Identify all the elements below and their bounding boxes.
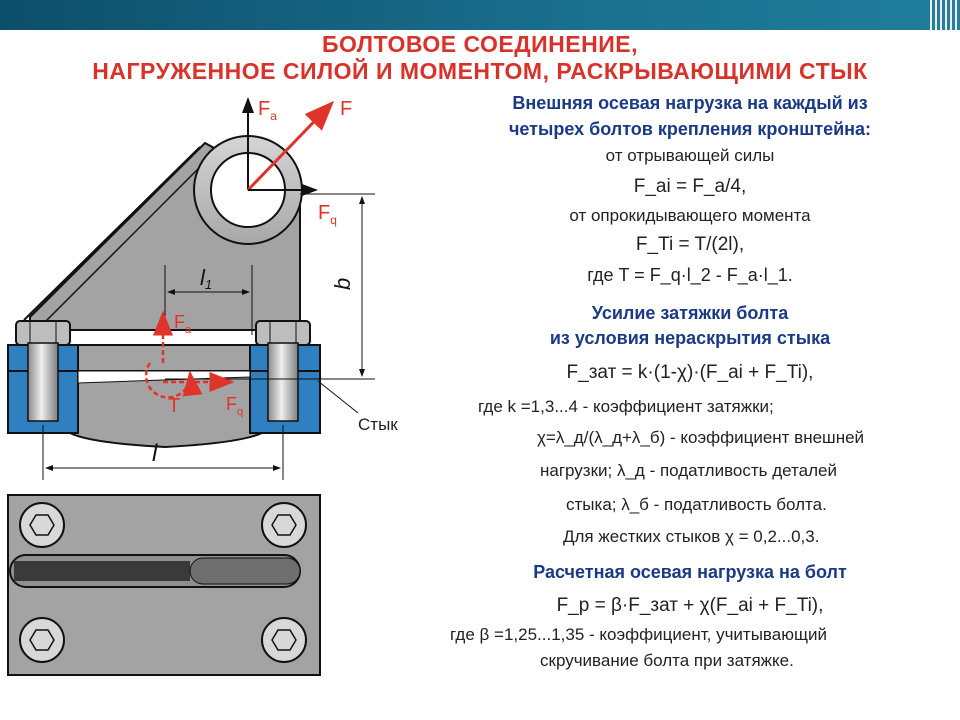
- label-b: b: [330, 278, 355, 290]
- text-ot-oprok: от опрокидывающего момента: [569, 206, 811, 225]
- title-line-1: БОЛТОВОЕ СОЕДИНЕНИЕ,: [321, 31, 639, 57]
- label-fa-small: Fa: [174, 312, 192, 336]
- plan-view: [7, 494, 321, 676]
- plan-bolt-tl: [19, 502, 65, 548]
- title-line-2: НАГРУЖЕННОЕ СИЛОЙ И МОМЕНТОМ, РАСКРЫВАЮЩ…: [92, 58, 868, 84]
- heading-axial-load-2: четырех болтов крепления кронштейна:: [508, 119, 872, 139]
- label-t: T: [168, 395, 180, 417]
- left-bolt: [27, 342, 59, 422]
- label-f: F: [340, 98, 352, 120]
- label-fq-small: Fq: [226, 394, 243, 418]
- label-l: l: [152, 440, 158, 467]
- label-styk: Стык: [358, 415, 398, 434]
- formula-fai: F_ai = F_a/4,: [633, 176, 747, 197]
- text-ot-otryv: от отрывающей силы: [605, 146, 775, 165]
- right-bolt: [267, 342, 299, 422]
- top-banner: [0, 0, 960, 30]
- plan-bolt-br: [261, 617, 307, 663]
- right-nut: [255, 320, 311, 346]
- heading-zatyazhka-1: Усилие затяжки болта: [591, 303, 789, 323]
- formula-t: где T = F_q·l_2 - F_a·l_1.: [587, 265, 793, 285]
- text-skruchivanie: скручивание болта при затяжке.: [540, 651, 794, 670]
- base-part: [7, 370, 321, 449]
- bracket-diagram: b l1 l Стык Fa F Fq Fa T Fq: [7, 97, 398, 676]
- plan-bolt-tr: [261, 502, 307, 548]
- heading-axial-load-1: Внешняя осевая нагрузка на каждый из: [512, 93, 868, 113]
- formula-fzat: F_зат = k·(1-χ)·(F_ai + F_Ti),: [566, 362, 814, 383]
- formula-fp: F_р = β·F_зат + χ(F_ai + F_Ti),: [556, 595, 824, 616]
- text-nagruzki: нагрузки; λ_д - податливость деталей: [540, 461, 837, 480]
- plan-bolt-bl: [19, 617, 65, 663]
- text-zhestkih: Для жестких стыков χ = 0,2...0,3.: [563, 527, 820, 546]
- banner-stripes: [930, 0, 960, 30]
- text-styka: стыка; λ_б - податливость болта.: [566, 495, 827, 514]
- arrow-f: [246, 100, 335, 192]
- formula-fti: F_Ti = T/(2l),: [635, 234, 745, 255]
- label-fq-right: Fq: [318, 202, 337, 227]
- label-l1: l1: [200, 265, 212, 292]
- heading-raschetnaya: Расчетная осевая нагрузка на болт: [533, 562, 847, 582]
- styk-leader: [317, 380, 359, 414]
- text-chi-coef: χ=λ_д/(λ_д+λ_б) - коэффициент внешней: [537, 428, 865, 447]
- text-k-coef: где k =1,3...4 - коэффициент затяжки;: [478, 397, 774, 416]
- moment-arc: [144, 362, 203, 399]
- heading-zatyazhka-2: из условия нераскрытия стыка: [549, 328, 831, 348]
- label-fa-top: Fa: [258, 98, 277, 123]
- left-nut: [15, 320, 71, 346]
- text-beta-coef: где β =1,25...1,35 - коэффициент, учитыв…: [450, 625, 827, 644]
